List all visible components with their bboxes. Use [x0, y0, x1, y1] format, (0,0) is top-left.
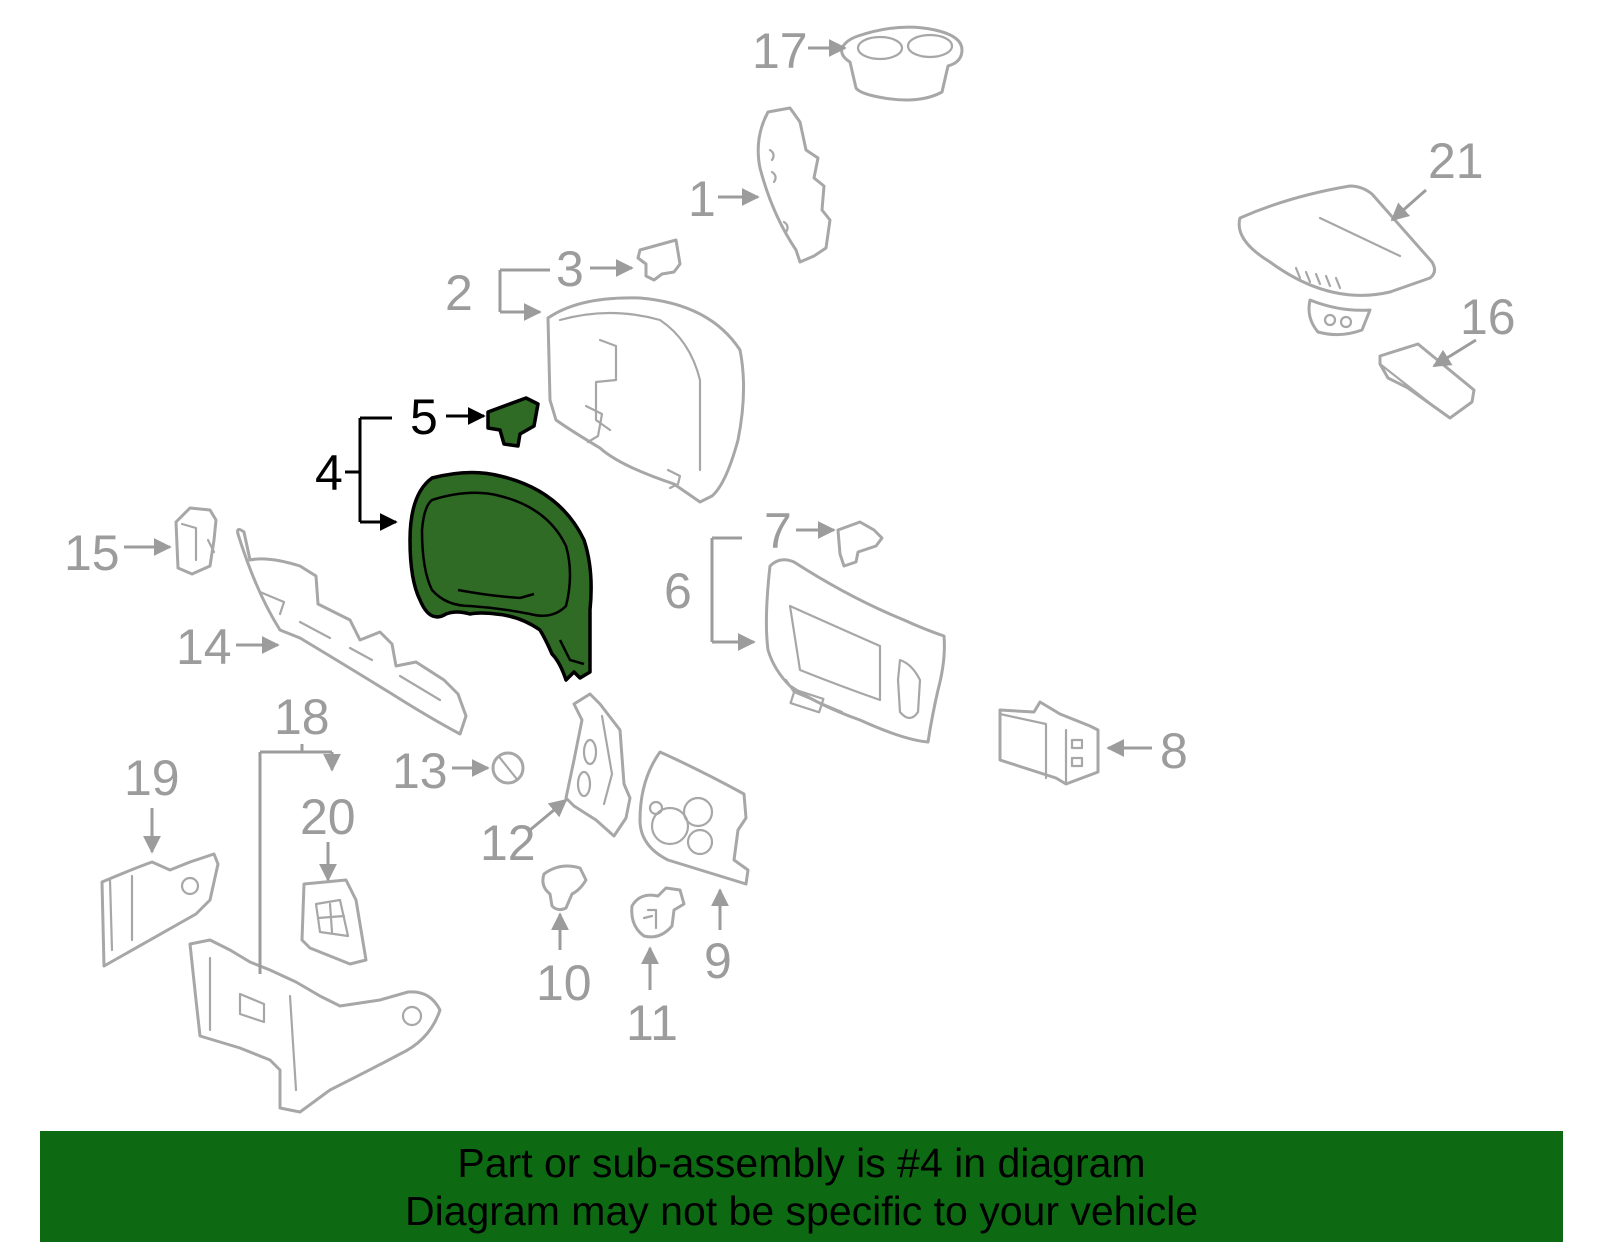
part-6-center-bezel[interactable] [764, 558, 946, 744]
part-12-bracket[interactable] [564, 692, 632, 838]
part-14-lower-trim[interactable] [236, 527, 468, 736]
part-21-console-lid[interactable] [1237, 184, 1437, 337]
part-8-bracket[interactable] [998, 700, 1100, 786]
part-17-cup-holder[interactable] [840, 25, 964, 102]
label-20: 20 [300, 789, 356, 845]
label-9: 9 [704, 933, 732, 989]
label-21: 21 [1428, 133, 1484, 189]
label-11: 11 [626, 995, 678, 1051]
part-4-cluster-bezel[interactable] [408, 470, 593, 682]
part-5-clip[interactable] [486, 396, 540, 448]
part-18-lower-trim[interactable] [188, 938, 442, 1114]
part-13-plug[interactable] [491, 751, 525, 785]
part-1-trim-panel[interactable] [756, 106, 832, 264]
label-19: 19 [124, 750, 180, 806]
label-12: 12 [480, 815, 536, 871]
banner-line-2: Diagram may not be specific to your vehi… [404, 1188, 1198, 1234]
label-13: 13 [392, 743, 448, 799]
part-11-clip[interactable] [630, 886, 686, 939]
label-3: 3 [556, 241, 584, 297]
label-10: 10 [536, 955, 592, 1011]
part-10-fastener[interactable] [541, 864, 588, 912]
label-18: 18 [274, 689, 330, 745]
label-2: 2 [445, 265, 473, 321]
label-4: 4 [315, 445, 343, 501]
label-14: 14 [176, 619, 232, 675]
label-16: 16 [1460, 289, 1516, 345]
part-19-side-panel[interactable] [100, 852, 220, 968]
part-15-switch[interactable] [174, 506, 218, 576]
part-7-clip[interactable] [836, 520, 884, 568]
label-6: 6 [664, 563, 692, 619]
label-8: 8 [1160, 723, 1188, 779]
banner-line-1: Part or sub-assembly is #4 in diagram [457, 1140, 1146, 1186]
part-20-switch[interactable] [300, 878, 368, 966]
part-2-cluster-housing[interactable] [546, 296, 746, 504]
label-15: 15 [64, 525, 120, 581]
label-1: 1 [688, 171, 716, 227]
label-5: 5 [410, 389, 438, 445]
part-9-switch-panel[interactable] [638, 750, 750, 886]
part-3-clip[interactable] [636, 238, 682, 282]
notice-banner: Part or sub-assembly is #4 in diagram Di… [40, 1131, 1563, 1242]
label-17: 17 [752, 23, 808, 79]
label-7: 7 [764, 503, 792, 559]
part-16-cover[interactable] [1378, 342, 1476, 420]
